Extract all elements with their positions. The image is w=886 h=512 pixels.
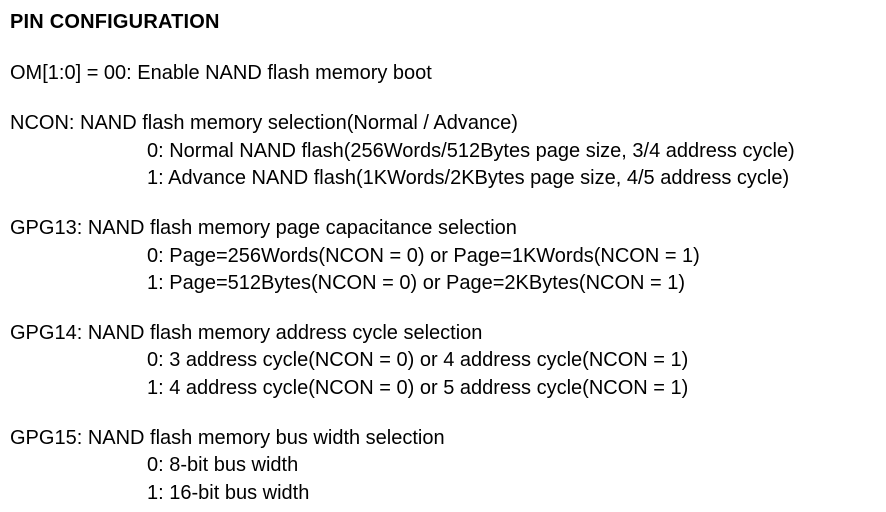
page-title: PIN CONFIGURATION bbox=[10, 11, 220, 33]
gpg14-option-0: 0: 3 address cycle(NCON = 0) or 4 addres… bbox=[147, 349, 689, 371]
gpg14-heading: GPG14: NAND flash memory address cycle s… bbox=[10, 322, 483, 344]
ncon-heading: NCON: NAND flash memory selection(Normal… bbox=[10, 112, 518, 134]
ncon-option-0: 0: Normal NAND flash(256Words/512Bytes p… bbox=[147, 140, 795, 162]
gpg13-option-0: 0: Page=256Words(NCON = 0) or Page=1KWor… bbox=[147, 245, 700, 267]
gpg15-option-1: 1: 16-bit bus width bbox=[147, 482, 310, 504]
gpg13-heading: GPG13: NAND flash memory page capacitanc… bbox=[10, 217, 517, 239]
gpg15-heading: GPG15: NAND flash memory bus width selec… bbox=[10, 427, 445, 449]
gpg13-option-1: 1: Page=512Bytes(NCON = 0) or Page=2KByt… bbox=[147, 272, 686, 294]
gpg14-option-1: 1: 4 address cycle(NCON = 0) or 5 addres… bbox=[147, 377, 689, 399]
ncon-option-1: 1: Advance NAND flash(1KWords/2KBytes pa… bbox=[147, 167, 790, 189]
gpg15-option-0: 0: 8-bit bus width bbox=[147, 454, 299, 476]
om-setting: OM[1:0] = 00: Enable NAND flash memory b… bbox=[10, 62, 432, 84]
